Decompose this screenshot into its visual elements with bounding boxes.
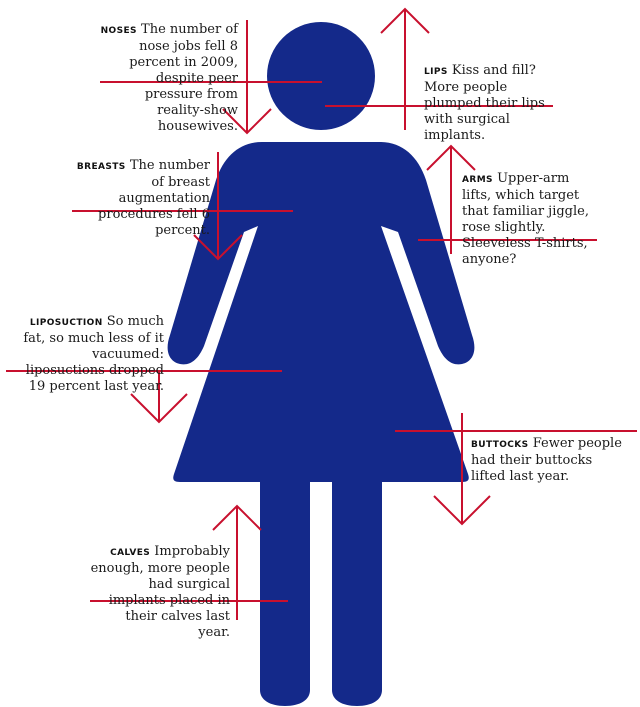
- noses-arrow-head: [222, 108, 272, 135]
- callout-liposuction: LIPOSUCTION So much fat, so much less of…: [10, 314, 164, 395]
- callout-calves: CALVES Improbably enough, more people ha…: [90, 544, 230, 641]
- breasts-text: The number of breast augmentation proced…: [98, 158, 210, 238]
- callout-noses: NOSES The number of nose jobs fell 8 per…: [96, 22, 238, 135]
- lips-arrow-head: [380, 7, 430, 34]
- lips-label: LIPS: [424, 67, 448, 77]
- buttocks-text: Fewer people had their buttocks lifted l…: [471, 436, 622, 484]
- noses-label: NOSES: [100, 26, 137, 36]
- liposuction-arrow-head: [130, 393, 188, 424]
- buttocks-label: BUTTOCKS: [471, 440, 529, 450]
- arms-text: Upper-arm lifts, which target that famil…: [462, 171, 589, 267]
- callout-buttocks: BUTTOCKS Fewer people had their buttocks…: [471, 436, 623, 485]
- breasts-arrow-head: [193, 234, 243, 261]
- liposuction-text: So much fat, so much less of it vacuumed…: [23, 314, 164, 394]
- calves-arrow-head: [212, 504, 262, 531]
- buttocks-arrow-head: [433, 495, 491, 526]
- callout-breasts: BREASTS The number of breast augmentatio…: [74, 158, 210, 239]
- arms-label: ARMS: [462, 175, 493, 185]
- calves-text: Improbably enough, more people had surgi…: [90, 544, 230, 640]
- woman-figure: [167, 22, 475, 706]
- callout-lines: [6, 7, 637, 620]
- calves-label: CALVES: [110, 548, 151, 558]
- callout-arms: ARMS Upper-arm lifts, which target that …: [462, 171, 602, 268]
- figure-body: [167, 142, 475, 706]
- noses-text: The number of nose jobs fell 8 percent i…: [129, 22, 238, 134]
- breasts-label: BREASTS: [76, 162, 126, 172]
- figure-head: [267, 22, 375, 130]
- lips-text: Kiss and fill? More people plumped their…: [424, 63, 545, 143]
- arms-arrow-head: [426, 144, 476, 171]
- liposuction-label: LIPOSUCTION: [29, 318, 103, 328]
- callout-lips: LIPS Kiss and fill? More people plumped …: [424, 63, 564, 144]
